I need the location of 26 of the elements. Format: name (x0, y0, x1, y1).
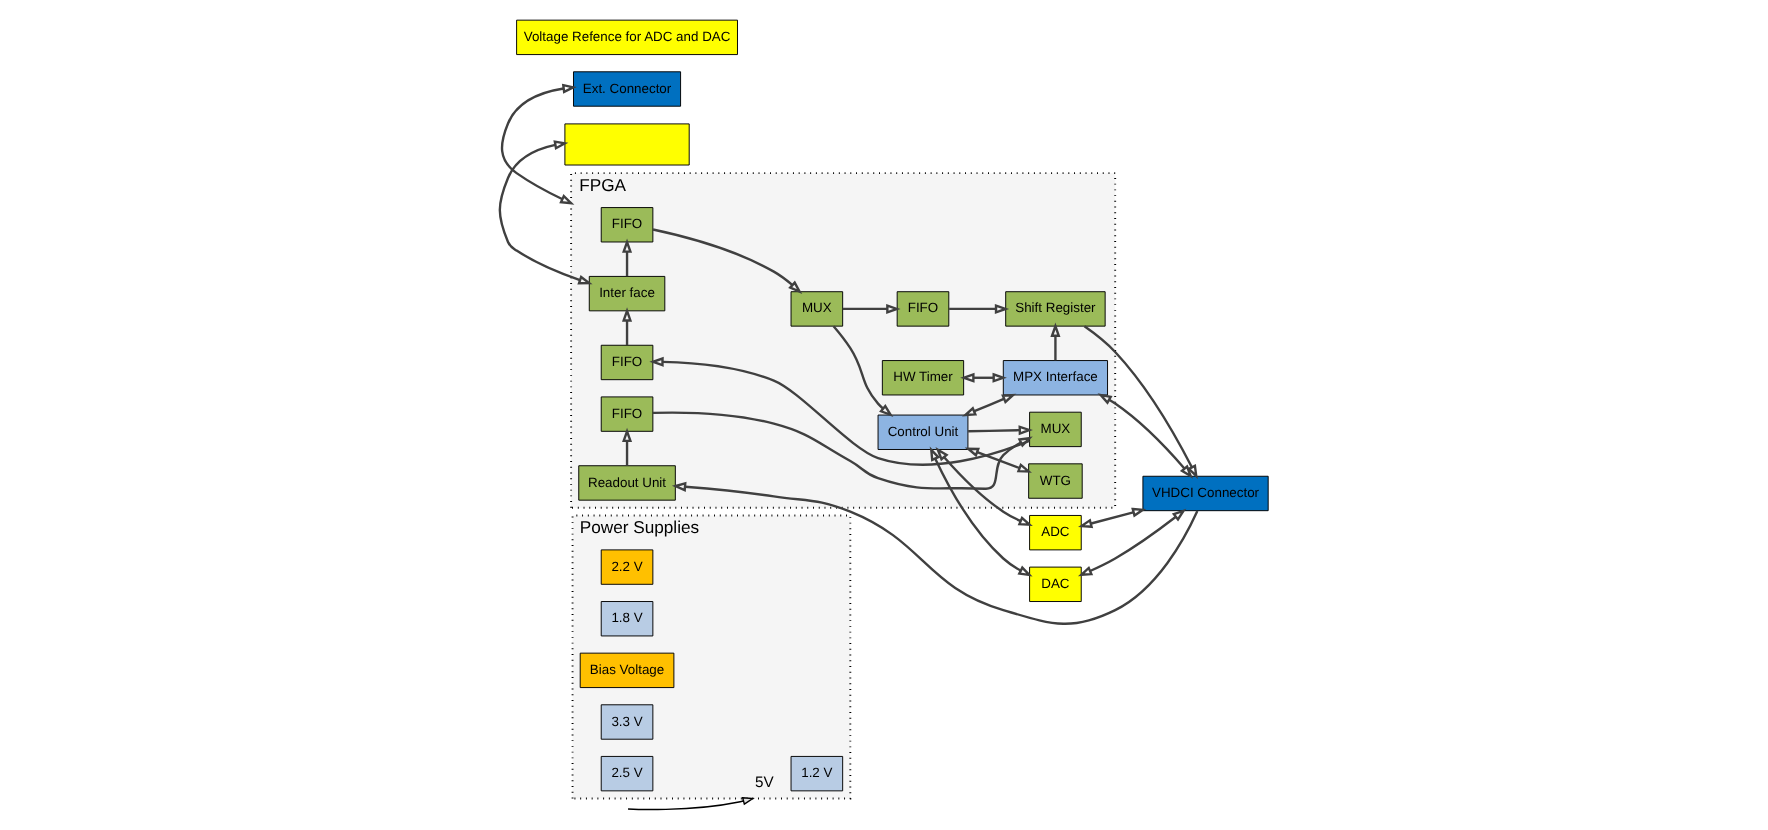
node-box (564, 123, 690, 166)
arrow (832, 325, 894, 418)
arrow (935, 447, 1033, 527)
arrow (622, 427, 633, 466)
arrow (500, 83, 577, 205)
arrow (652, 411, 1033, 490)
arrow (1097, 393, 1194, 479)
arrow (1083, 325, 1198, 480)
edge-label: 5V (754, 772, 774, 791)
arrow (960, 372, 1007, 383)
arrow (842, 303, 901, 314)
arrow (961, 393, 1017, 417)
arrow (964, 447, 1032, 473)
arrow (671, 481, 1199, 625)
arrow (622, 238, 633, 277)
arrow (627, 796, 755, 811)
arrow (622, 307, 633, 345)
arrow (498, 140, 593, 285)
arrow (968, 425, 1033, 436)
arrow (652, 228, 803, 294)
arrow (1077, 508, 1187, 577)
arrow (649, 356, 1030, 466)
arrow (1078, 507, 1147, 529)
arrow (949, 303, 1010, 314)
arrow (929, 446, 1033, 577)
arrow (1050, 322, 1061, 361)
